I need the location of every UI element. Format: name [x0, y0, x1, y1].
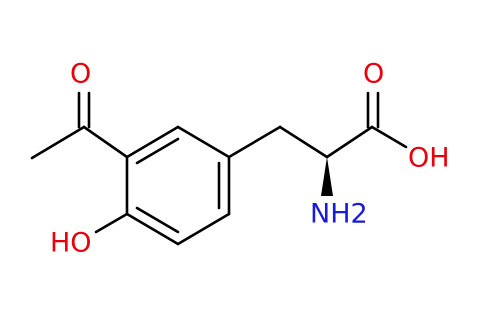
ring-bond-4 [176, 212, 231, 246]
acid-hydroxyl-bond [370, 125, 408, 149]
ring-bond-5 [125, 212, 180, 246]
phenol-hydroxyl-label: HO [50, 228, 92, 259]
methyl-bond [30, 125, 86, 160]
side-chain-bond-1 [227, 125, 282, 159]
ring-bond-1 [125, 125, 180, 159]
ring-inner-bond-1 [135, 137, 180, 165]
ring-inner-bond-5 [135, 206, 180, 234]
acid-carbonyl-oxygen-label: O [363, 59, 384, 90]
acid-hydroxyl-label: OH [408, 143, 450, 174]
phenol-bond [94, 212, 129, 234]
amine-label: NH2 [310, 199, 368, 230]
ketone-oxygen-label: O [70, 59, 91, 90]
acetyl-ring-bond [82, 125, 129, 159]
stereo-wedge-bond [321, 157, 333, 196]
ring-bond-2 [176, 125, 231, 159]
acid-bond [325, 125, 374, 159]
side-chain-bond-2 [278, 125, 329, 159]
